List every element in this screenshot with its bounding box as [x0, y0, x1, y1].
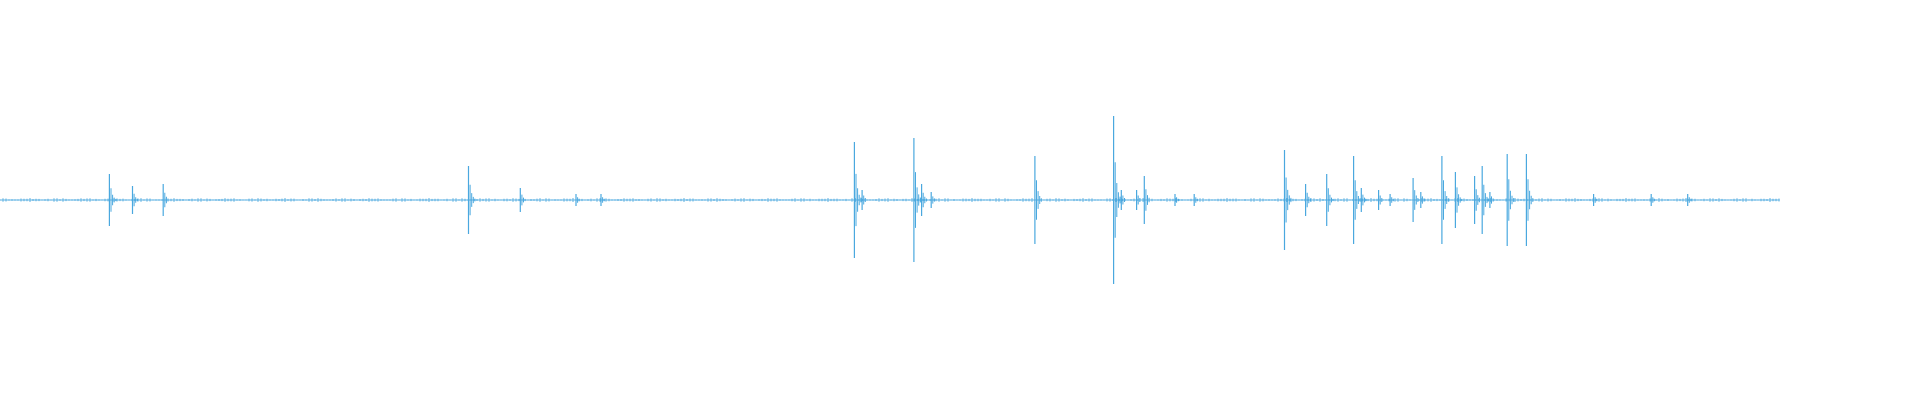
waveform-peak — [1481, 166, 1490, 234]
waveform-peak — [131, 186, 138, 214]
waveform-peak — [467, 166, 476, 234]
waveform-peak — [1489, 192, 1494, 208]
waveform-peak — [600, 194, 605, 206]
waveform-peak — [920, 184, 927, 216]
waveform-peak — [913, 138, 923, 262]
waveform-peak — [853, 142, 863, 258]
waveform-peak — [1377, 190, 1383, 210]
waveform-peak — [1687, 194, 1692, 206]
waveform-peak — [1193, 194, 1198, 206]
waveform-peak — [162, 184, 169, 216]
waveform-peak — [1650, 194, 1655, 206]
waveform-peak — [1420, 192, 1425, 208]
waveform-peak — [1034, 156, 1042, 244]
waveform-peak — [861, 190, 866, 210]
waveform-peak — [1412, 178, 1419, 222]
waveform-peak — [1360, 188, 1367, 212]
waveform-baseline — [0, 198, 1780, 202]
waveform-peak — [1506, 154, 1515, 246]
waveform-peak — [1326, 174, 1334, 226]
waveform-peak — [1352, 156, 1361, 244]
waveform-peak — [1143, 176, 1150, 224]
waveform-peak — [1174, 194, 1179, 206]
waveform-peak — [1454, 172, 1463, 228]
waveform-peak — [1525, 154, 1534, 246]
waveform-peak — [1441, 156, 1449, 244]
waveform-peak — [1135, 190, 1141, 210]
waveform-peak — [1304, 184, 1311, 216]
waveform-peak — [1283, 150, 1292, 250]
waveform-peak — [519, 188, 526, 212]
waveform-peak — [108, 174, 117, 226]
waveform-peak — [930, 192, 935, 208]
waveform-peak — [1389, 194, 1394, 206]
waveform-peak — [1120, 190, 1125, 210]
waveform-peak — [1112, 116, 1123, 284]
waveform-peak — [1592, 194, 1598, 206]
waveform-peak — [1473, 176, 1480, 224]
waveform-peak — [575, 194, 580, 206]
